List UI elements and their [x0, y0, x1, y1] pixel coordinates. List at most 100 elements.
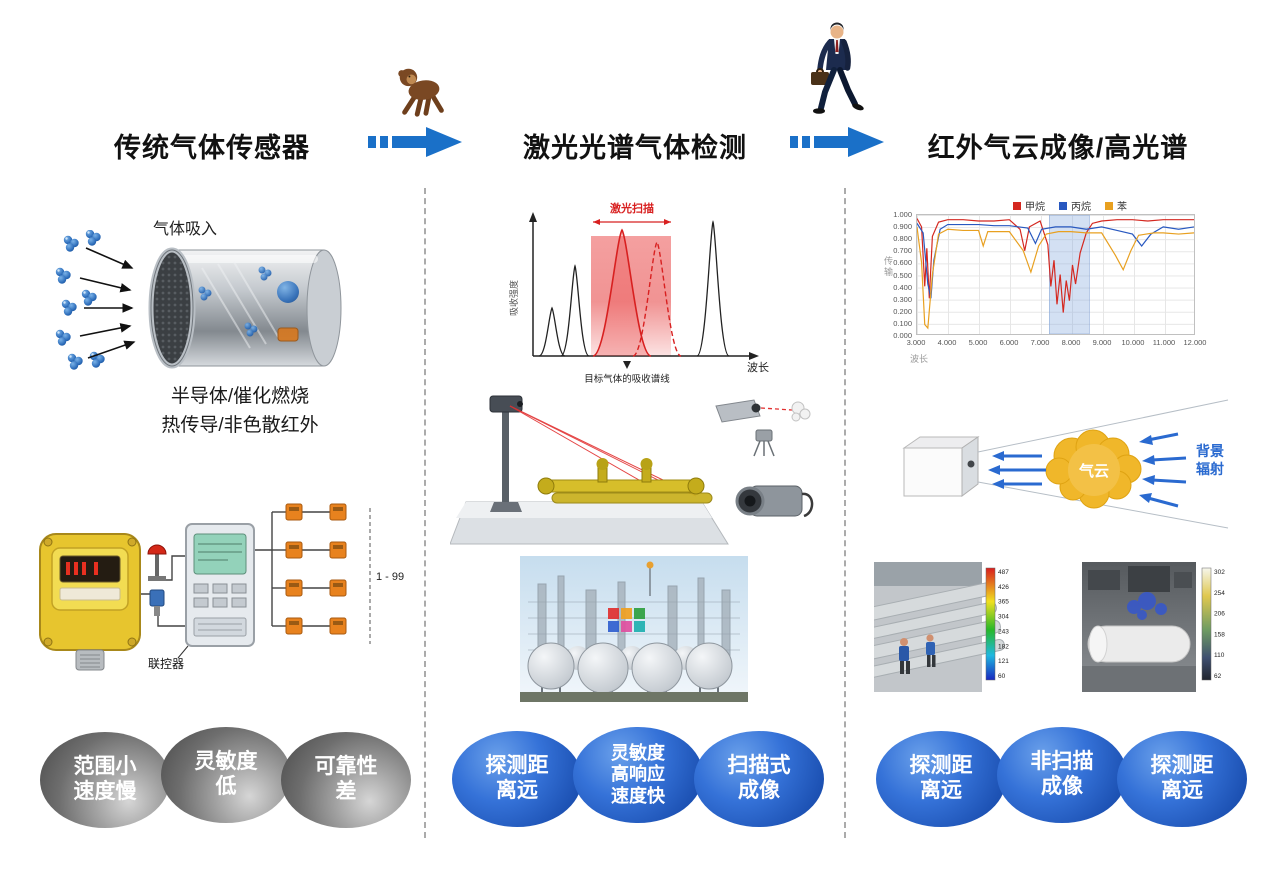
column-divider: [424, 188, 426, 838]
bubble-line: 探测距: [1150, 754, 1214, 778]
worker-figures: [899, 634, 936, 674]
bubble-line: 离远: [496, 779, 538, 802]
bubble-line: 低: [215, 775, 237, 798]
tech-line-1: 半导体/催化燃烧: [170, 386, 310, 407]
svg-text:254: 254: [1214, 590, 1225, 597]
legend-item-benzene: 苯: [1105, 198, 1127, 213]
chart-series-lines: [917, 215, 1194, 334]
limitation-bubble-range: 范围小 速度慢: [40, 732, 170, 828]
limitation-bubble-reliability: 可靠性 差: [281, 732, 411, 828]
gas-leak-blobs: [1127, 592, 1167, 620]
ir-camera: [735, 485, 814, 518]
svg-text:206: 206: [1214, 611, 1225, 618]
laser-detection-scene: [450, 395, 814, 545]
bubble-line: 差: [335, 780, 357, 803]
bubble-line: 离远: [920, 779, 962, 802]
temperature-colorbar: [985, 567, 996, 681]
legend-label: 甲烷: [1025, 202, 1045, 213]
background-radiation-label-2: 辐射: [1196, 461, 1224, 477]
laser-scan-label: 激光扫描: [610, 201, 654, 215]
svg-text:487: 487: [998, 569, 1009, 576]
advantage-bubble-nonscanning: 非扫描 成像: [997, 727, 1127, 823]
colorbar-right-labels: 302 254 206 158 110 62: [1214, 569, 1225, 680]
svg-text:302: 302: [1214, 569, 1225, 576]
x-axis-label: 波长: [910, 354, 929, 364]
legend-swatch: [1013, 201, 1021, 210]
intake-arrows: [79, 247, 136, 359]
bubble-line: 扫描式: [727, 754, 791, 778]
colorbar-left-labels: 487 426 365 304 243 182 121 60: [998, 569, 1009, 680]
technology-caption: 半导体/催化燃烧 热传导/非色散红外: [105, 383, 375, 440]
svg-text:121: 121: [998, 658, 1009, 665]
svg-text:243: 243: [998, 628, 1009, 635]
bubble-line: 速度快: [611, 785, 665, 806]
evolution-arrow-icon: [790, 127, 884, 157]
gas-pipes: [537, 458, 713, 504]
legend-item-methane: 甲烷: [1013, 198, 1045, 213]
thermal-image-left: 487 426 365 304 243 182 121 60: [874, 562, 1009, 692]
bubble-line: 可靠性: [314, 755, 378, 779]
svg-text:60: 60: [998, 673, 1006, 680]
advantage-bubble-distance-2: 探测距 离远: [876, 731, 1006, 827]
gas-intake-label: 气体吸入: [152, 221, 217, 238]
advantage-bubble-distance: 探测距 离远: [452, 731, 582, 827]
alarm-beacon: [147, 544, 167, 581]
temperature-colorbar: [1201, 567, 1212, 681]
monkey-icon: [398, 68, 444, 117]
background-radiation-label-1: 背景: [1196, 443, 1224, 459]
chart-legend: 甲烷 丙烷 苯: [1013, 198, 1127, 213]
bubble-line: 灵敏度: [611, 743, 665, 764]
legend-label: 苯: [1117, 202, 1127, 213]
legend-swatch: [1059, 201, 1067, 210]
advantage-bubble-distance-3: 探测距 离远: [1117, 731, 1247, 827]
tripod-sensor: [753, 429, 775, 457]
traditional-sensor-illustration: [55, 230, 342, 370]
bubble-line: 离远: [1161, 779, 1203, 802]
svg-text:182: 182: [998, 643, 1009, 650]
limitation-bubble-sensitivity: 灵敏度 低: [161, 727, 291, 823]
bubble-line: 灵敏度: [194, 750, 258, 774]
svg-text:158: 158: [1214, 631, 1225, 638]
refinery-photo: [520, 556, 748, 702]
controller-label: 联控器: [148, 657, 184, 671]
watermark-logo: [608, 608, 645, 632]
bubble-line: 非扫描: [1030, 750, 1094, 774]
svg-text:365: 365: [998, 599, 1009, 606]
remote-detector-boxes: [285, 503, 347, 635]
storage-spheres: [527, 642, 733, 694]
column-title-traditional: 传统气体传感器: [114, 133, 310, 163]
laser-scan-band: [591, 236, 671, 356]
target-gas-label: 目标气体的吸收谱线: [584, 373, 670, 385]
legend-item-propane: 丙烷: [1059, 198, 1091, 213]
gas-cloud-label: 气云: [1078, 462, 1109, 480]
thermal-image-right: 302 254 206 158 110 62: [1082, 562, 1225, 692]
legend-label: 丙烷: [1071, 202, 1091, 213]
controller-cabinet: [185, 523, 255, 647]
y-axis-label: 吸收强度: [508, 280, 519, 316]
bubble-line: 速度慢: [73, 780, 137, 803]
legend-swatch: [1105, 201, 1113, 210]
gas-molecules: [55, 230, 105, 370]
bubble-line: 探测距: [485, 754, 549, 778]
svg-text:110: 110: [1214, 652, 1225, 659]
detector-count-range: 1 - 99: [376, 571, 404, 583]
handheld-detector: [715, 399, 811, 423]
column-title-laser: 激光光谱气体检测: [523, 133, 747, 163]
gas-cloud-imaging-scene: 气云 背景 辐射: [902, 399, 1229, 529]
svg-text:426: 426: [998, 584, 1009, 591]
radiation-arrows: [988, 432, 1187, 508]
column-divider: [844, 188, 846, 838]
gas-cloud-shape: [1045, 429, 1142, 509]
bubble-line: 高响应: [611, 764, 665, 785]
laser-absorption-chart: 激光扫描 目标气体的吸收谱线 波长 吸收强度: [508, 201, 769, 385]
gas-detector-device: [39, 533, 141, 671]
x-axis-label: 波长: [747, 361, 769, 374]
chart-plot-area: [916, 214, 1195, 335]
y-axis-label: 传输: [883, 256, 893, 278]
evolution-arrow-icon: [368, 127, 462, 157]
svg-text:304: 304: [998, 614, 1009, 621]
valve-sensor: [149, 589, 165, 616]
svg-text:62: 62: [1214, 673, 1222, 680]
